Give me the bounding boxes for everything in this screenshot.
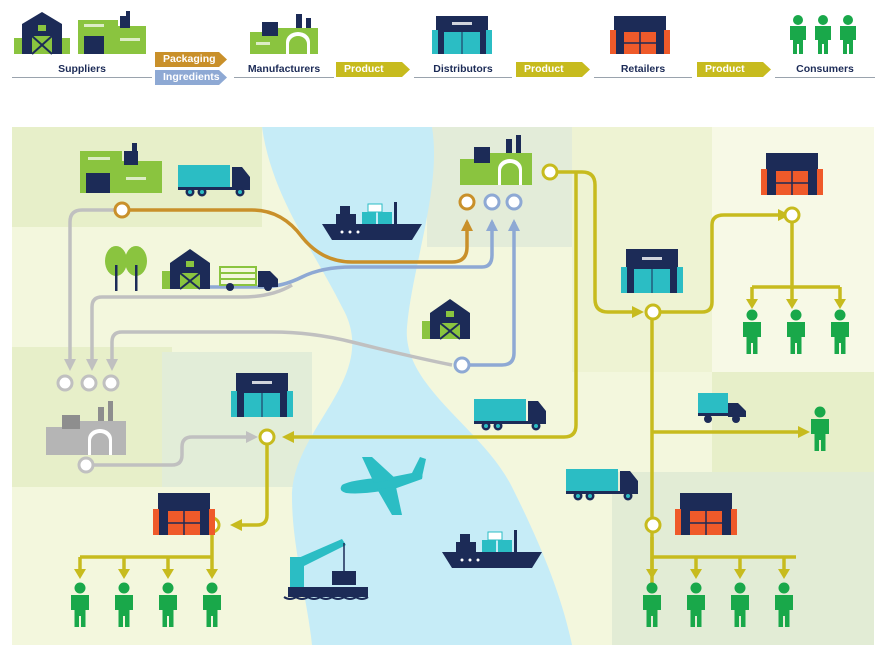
flow-tag-ingredients: Ingredients [155, 70, 227, 85]
route-arrows [64, 359, 258, 443]
store-icon [610, 16, 670, 54]
crane-icon [283, 539, 369, 600]
factory-icon [78, 11, 146, 54]
factory-icon [460, 135, 532, 185]
route-arrows [74, 209, 846, 579]
land-region [12, 487, 292, 645]
river [262, 127, 572, 645]
barn-icon [14, 12, 70, 55]
land-region [162, 352, 312, 487]
legend-divider [775, 77, 875, 78]
stage-label-distributors: Distributors [433, 63, 493, 75]
legend-divider [414, 77, 512, 78]
factory-icon [250, 14, 318, 54]
legend-divider [234, 77, 334, 78]
stage-label-suppliers: Suppliers [58, 63, 106, 75]
flow-tag-packaging: Packaging [155, 52, 227, 67]
flow-tag-product: Product [697, 62, 771, 77]
warehouse-icon [620, 248, 684, 294]
store-icon [152, 492, 216, 536]
factory-icon [46, 401, 126, 455]
route-arrow [486, 219, 498, 231]
supplier-routes [68, 208, 453, 467]
legend-divider [12, 77, 152, 78]
truck-icon [698, 393, 746, 423]
flow-tag-product: Product [516, 62, 590, 77]
warehouse-icon [432, 16, 492, 54]
flow-tag-product: Product [336, 62, 410, 77]
product-routes [78, 170, 842, 587]
stage-label-consumers: Consumers [796, 63, 854, 75]
tree-icon [125, 246, 147, 291]
supply-chain-map [12, 127, 874, 645]
ingredients-routes [192, 222, 516, 367]
person-icon [840, 15, 856, 54]
route-arrow [461, 219, 473, 231]
warehouse-icon [230, 372, 294, 418]
airplane-icon [340, 457, 426, 515]
legend-divider [594, 77, 692, 78]
stage-label-retailers: Retailers [620, 63, 666, 75]
person-icon [815, 15, 831, 54]
store-icon [674, 492, 738, 536]
land-region [427, 127, 572, 247]
store-icon [760, 152, 824, 196]
land-region [712, 372, 874, 472]
route-arrow [508, 219, 520, 231]
land-region [12, 227, 132, 347]
person-icon [790, 15, 806, 54]
stage-label-manufacturers: Manufacturers [247, 63, 321, 75]
supply-chain-legend: Suppliers Packaging Ingredients Manufact… [0, 0, 886, 100]
legend-icons [14, 11, 856, 55]
truck-icon [219, 266, 278, 291]
factory-icon [80, 143, 162, 193]
tree-icon [105, 246, 127, 291]
packaging-route [130, 208, 469, 264]
